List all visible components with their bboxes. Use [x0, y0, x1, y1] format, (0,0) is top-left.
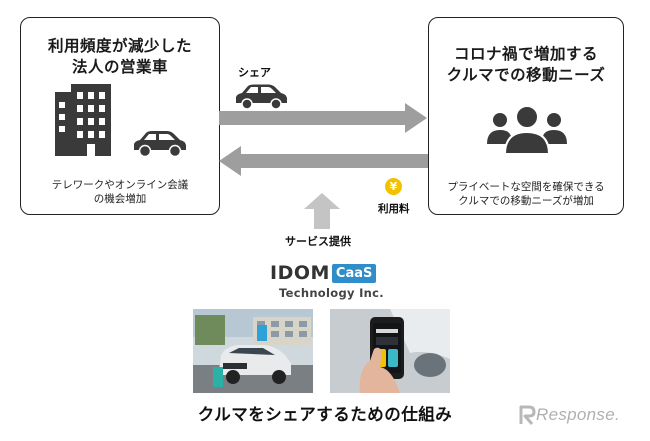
car-station-photo	[193, 309, 313, 393]
fee-arrow-left	[219, 146, 428, 176]
response-r-logo-icon	[519, 405, 536, 425]
service-arrow-up	[304, 193, 340, 229]
left-sub-line1: テレワークやオンライン会議	[51, 179, 189, 191]
share-arrow-right	[219, 103, 427, 133]
share-label: シェア	[238, 66, 271, 79]
left-box-title: 利用頻度が減少した 法人の営業車	[21, 36, 219, 78]
right-box-title: コロナ禍で増加する クルマでの移動ニーズ	[429, 44, 623, 86]
response-watermark: Response.	[518, 404, 620, 426]
right-title-line1: コロナ禍で増加する	[453, 45, 598, 63]
right-title-line2: クルマでの移動ニーズ	[446, 66, 606, 84]
fee-label: 利用料	[378, 203, 410, 215]
left-box-subtext: テレワークやオンライン会議 の機会増加	[21, 178, 219, 206]
company-car-icon	[134, 131, 186, 158]
yen-coin-icon: ¥	[385, 178, 402, 195]
people-group-icon	[487, 105, 567, 155]
idom-wordmark: IDOM	[270, 262, 330, 284]
idom-caas-logo: IDOM CaaS	[270, 262, 377, 284]
office-building-icon	[55, 84, 111, 156]
right-box: コロナ禍で増加する クルマでの移動ニーズ プライベートな空間を確保できる クルマ…	[428, 17, 624, 215]
left-box: 利用頻度が減少した 法人の営業車 テレワークやオンライン会議 の機会増加	[20, 17, 220, 215]
technology-inc-text: Technology Inc.	[279, 286, 384, 300]
left-title-line1: 利用頻度が減少した	[47, 37, 192, 55]
right-box-subtext: プライベートな空間を確保できる クルマでの移動ニーズが増加	[429, 180, 623, 208]
caas-badge: CaaS	[331, 263, 377, 283]
smartphone-app-photo	[330, 309, 450, 393]
shared-car-icon	[236, 84, 287, 110]
bottom-title: クルマをシェアするための仕組み	[197, 405, 453, 424]
right-sub-line2: クルマでの移動ニーズが増加	[458, 195, 594, 207]
left-title-line2: 法人の営業車	[71, 58, 168, 76]
right-sub-line1: プライベートな空間を確保できる	[447, 181, 605, 193]
service-label: サービス提供	[285, 235, 351, 248]
left-sub-line2: の機会増加	[93, 193, 147, 205]
response-wordmark: Response.	[536, 405, 620, 424]
